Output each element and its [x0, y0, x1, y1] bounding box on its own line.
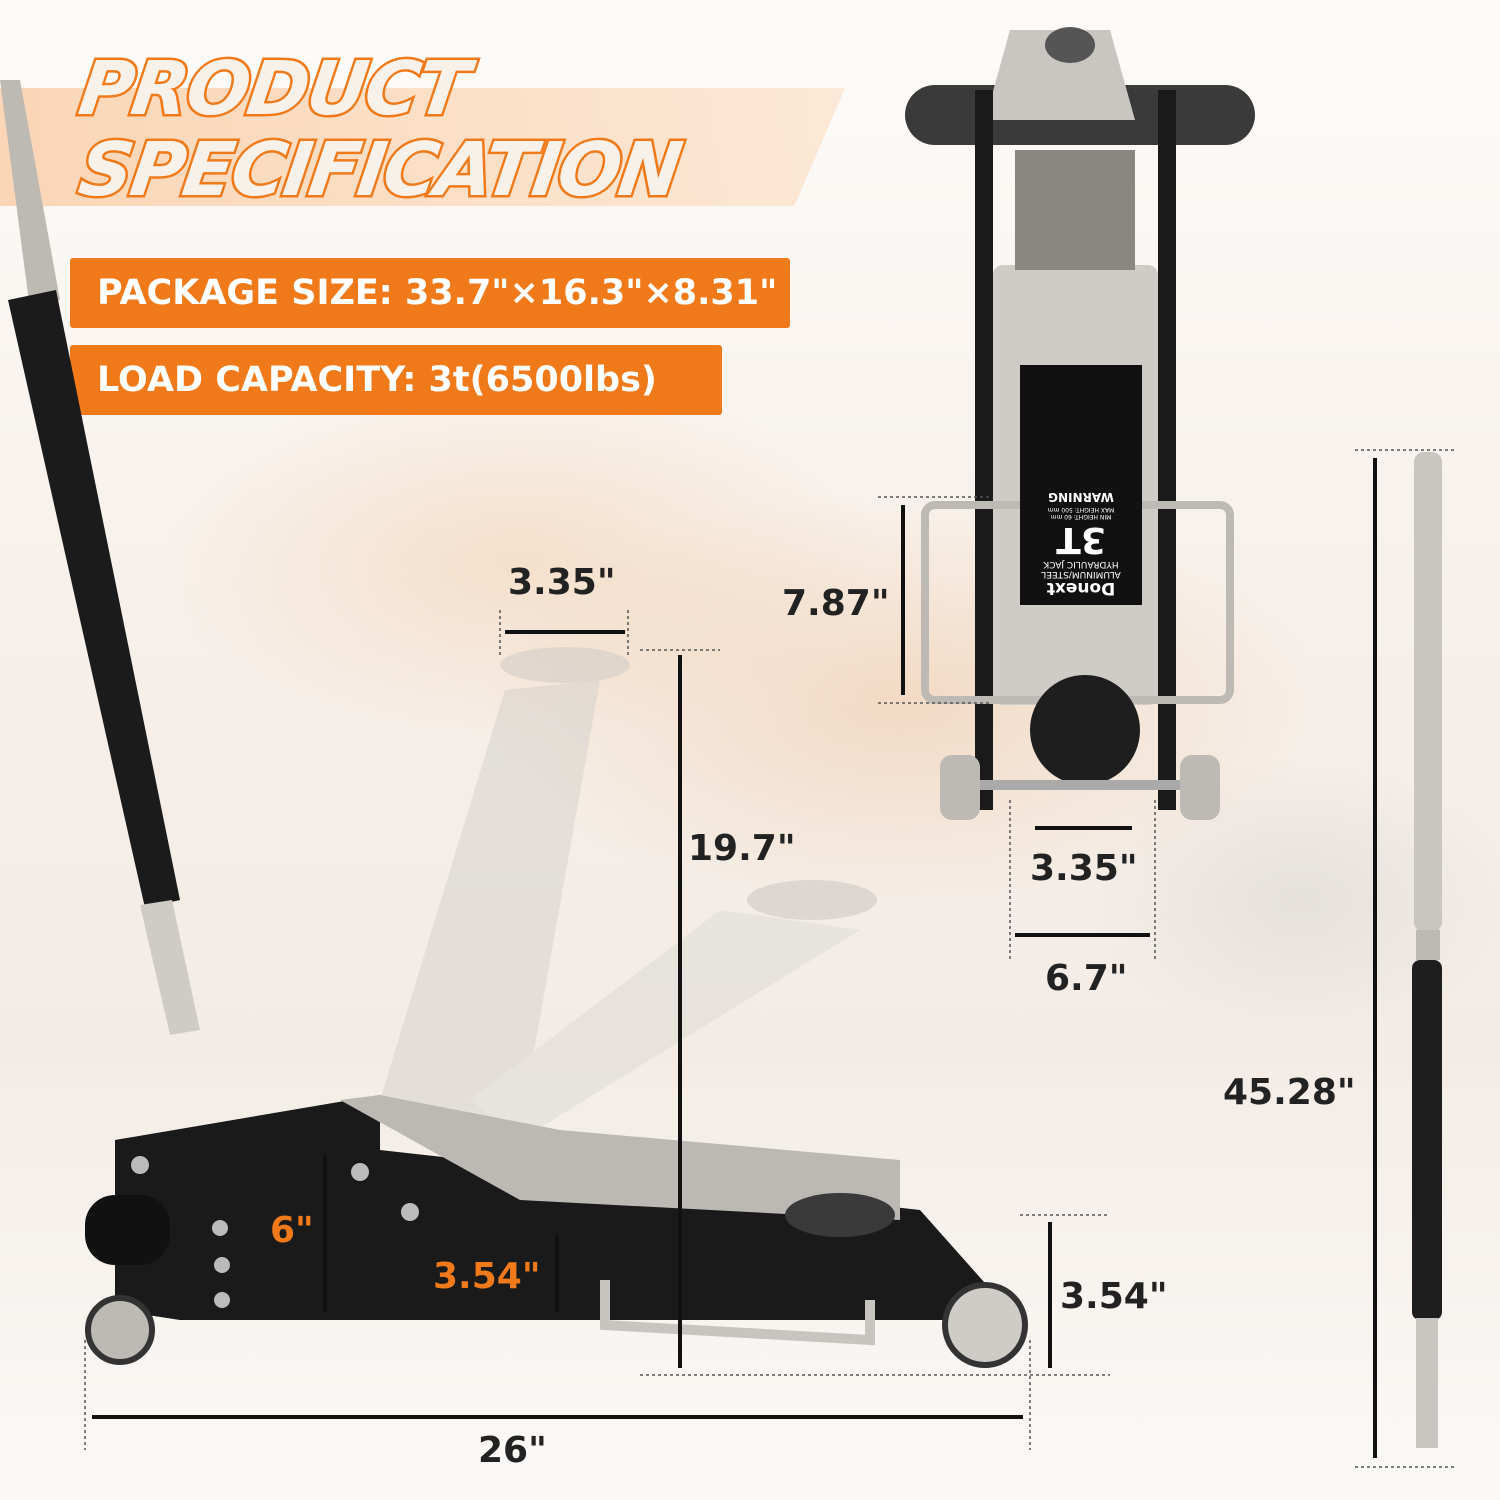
dim-saddle-width-top: 3.35" [1030, 848, 1138, 889]
separate-handle [1412, 452, 1442, 1448]
dim-min-height: 3.54" [1060, 1276, 1168, 1317]
side-jack-frame [85, 1095, 1028, 1368]
dim-length: 26" [478, 1430, 547, 1471]
load-capacity-badge: LOAD CAPACITY: 3t(6500lbs) [70, 345, 722, 415]
label-min-height: MIN HEIGHT: 60 mm [1050, 512, 1112, 520]
label-type-2: HYDRAULIC JACK [1043, 559, 1119, 570]
label-type-1: ALUMINUM/STEEL [1041, 569, 1121, 580]
package-size-badge: PACKAGE SIZE: 33.7"×16.3"×8.31" [70, 258, 790, 328]
dim-top-view-length: 7.87" [782, 583, 890, 624]
label-capacity: 3T [1056, 518, 1106, 560]
label-warning: WARNING [1048, 489, 1114, 504]
dimension-lines [92, 458, 1377, 1458]
dim-min-height-inner: 3.54" [433, 1256, 541, 1297]
dim-handle-length: 45.28" [1223, 1072, 1356, 1113]
extension-lines [84, 449, 1455, 1468]
side-jack-handle [0, 80, 200, 1035]
jack-warning-label: Donext ALUMINUM/STEEL HYDRAULIC JACK 3T … [1020, 365, 1142, 605]
dim-saddle-width-side: 3.35" [508, 562, 616, 603]
dim-max-height: 19.7" [688, 828, 796, 869]
dim-frame-height: 6" [270, 1210, 314, 1251]
label-brand: Donext [1046, 578, 1116, 598]
raised-arm [380, 647, 877, 1140]
label-max-height: MAX HEIGHT: 500 mm [1047, 506, 1115, 514]
dim-width: 6.7" [1045, 958, 1128, 999]
title-band [0, 88, 845, 206]
